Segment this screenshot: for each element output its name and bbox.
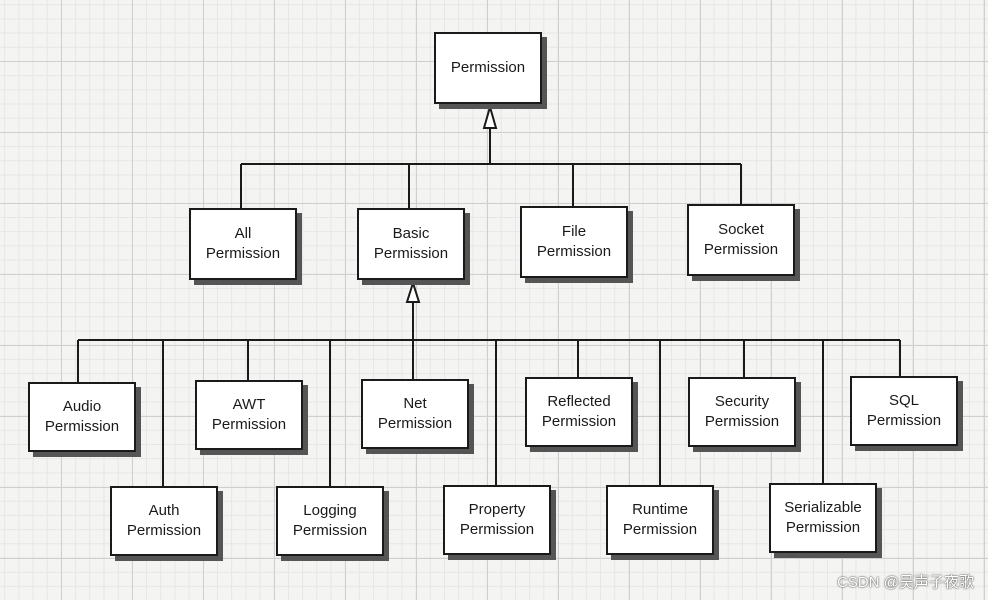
node-label: Permission	[704, 413, 780, 430]
node-label: Permission	[785, 519, 861, 536]
node-label: Permission	[541, 413, 617, 430]
node-label: AWT	[232, 396, 266, 413]
node-label: Serializable	[784, 499, 862, 516]
node-label: Permission	[703, 241, 779, 258]
node-sql-permission: SQL Permission	[850, 376, 958, 446]
node-label: Permission	[450, 59, 526, 76]
node-label: Permission	[866, 412, 942, 429]
node-label: Permission	[292, 522, 368, 539]
node-label: Permission	[373, 245, 449, 262]
node-label: Logging	[303, 502, 357, 519]
node-label: Basic	[392, 225, 430, 242]
node-awt-permission: AWT Permission	[195, 380, 303, 450]
node-label: Permission	[622, 521, 698, 538]
node-label: Net	[403, 395, 427, 412]
node-label: Permission	[126, 522, 202, 539]
node-label: Socket	[718, 221, 764, 238]
node-label: Property	[468, 501, 526, 518]
node-label: Permission	[211, 416, 287, 433]
node-label: Permission	[205, 245, 281, 262]
node-label: Runtime	[632, 501, 688, 518]
node-permission: Permission	[434, 32, 542, 104]
watermark-text: CSDN @吴声子夜歌	[837, 574, 974, 591]
node-label: Permission	[536, 243, 612, 260]
node-label: Permission	[44, 418, 120, 435]
inheritance-arrow-root	[482, 103, 498, 129]
inheritance-arrow-basic	[405, 279, 421, 303]
node-label: Security	[714, 393, 770, 410]
node-label: Audio	[62, 398, 102, 415]
node-label: Permission	[377, 415, 453, 432]
node-label: Reflected	[547, 393, 611, 410]
node-label: SQL	[888, 392, 919, 409]
node-label: All	[234, 225, 252, 242]
node-label: Permission	[459, 521, 535, 538]
node-label: File	[561, 223, 587, 240]
node-label: Auth	[148, 502, 180, 519]
